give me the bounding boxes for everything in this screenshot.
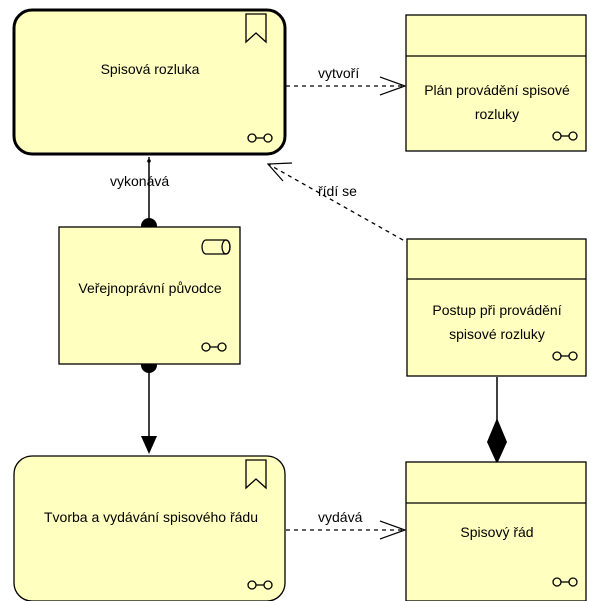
node-label-tvorba: Tvorba a vydávání spisového řádu [44,509,258,525]
relation-ridi-se[interactable]: řídí se [266,162,411,245]
glasses-icon [247,133,273,143]
glasses-icon [552,351,578,361]
relation-label-vykonava: vykonává [110,173,169,189]
node-spisova-rozluka[interactable]: Spisová rozluka [12,8,287,156]
node-label-spisovy-rad: Spisový řád [460,524,533,540]
bookmark-icon [245,13,267,44]
relation-vytvori[interactable]: vytvoří [286,65,407,96]
node-label-postup-line1: Postup při provádění [432,302,561,318]
bookmark-icon [245,459,267,490]
cylinder-icon [201,239,231,255]
relation-vykonava[interactable]: vykonává [110,157,169,234]
node-postup[interactable]: Postup při provádění spisové rozluky [406,238,587,377]
glasses-icon [552,577,578,587]
glasses-icon [201,342,227,352]
node-label-spisova-rozluka: Spisová rozluka [101,61,200,77]
node-plan[interactable]: Plán provádění spisové rozluky [405,14,587,152]
node-tvorba[interactable]: Tvorba a vydávání spisového řádu [13,455,286,601]
relation-postup-spisovy-rad[interactable] [487,377,507,464]
node-label-plan-line2: rozluky [475,106,519,122]
glasses-icon [552,131,578,141]
node-label-puvodce: Veřejnoprávní původce [78,280,221,296]
glasses-icon [247,580,273,590]
relation-label-vydava: vydává [318,509,363,525]
node-label-postup-line2: spisové rozluky [449,326,545,342]
relation-label-ridi-se: řídí se [318,183,357,199]
relation-label-vytvori: vytvoří [318,65,359,81]
node-label-plan-line1: Plán provádění spisové [424,82,570,98]
node-spisovy-rad[interactable]: Spisový řád [405,461,587,601]
relation-vydava[interactable]: vydává [286,509,407,540]
relation-puvodce-tvorba[interactable] [141,357,157,454]
node-puvodce[interactable]: Veřejnoprávní původce [58,226,241,365]
